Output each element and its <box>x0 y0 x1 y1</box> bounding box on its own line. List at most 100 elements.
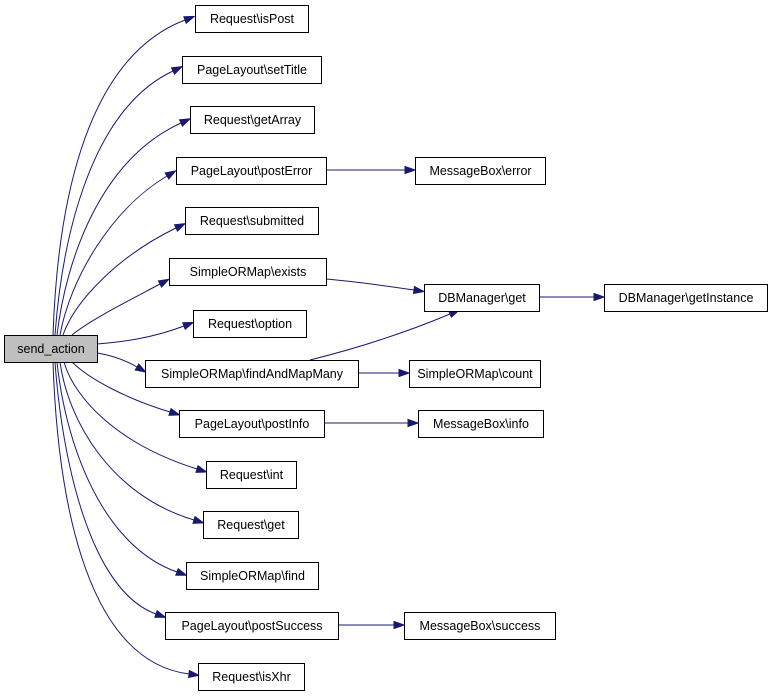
node-postError[interactable]: PageLayout\postError <box>176 157 327 185</box>
edge-send_action-to-find <box>56 361 188 576</box>
edge-postError-to-mbError <box>326 165 417 175</box>
node-setTitle[interactable]: PageLayout\setTitle <box>182 56 322 84</box>
node-getArray[interactable]: Request\getArray <box>190 106 315 134</box>
node-option[interactable]: Request\option <box>193 310 307 338</box>
edge-postInfo-to-mbInfo <box>324 418 420 428</box>
edge-send_action-to-postSuccess <box>54 361 167 618</box>
node-find[interactable]: SimpleORMap\find <box>186 562 319 590</box>
arrowhead <box>175 567 188 576</box>
node-label: send_action <box>17 342 84 356</box>
node-box <box>198 663 305 691</box>
arrowhead <box>178 118 192 128</box>
node-layer: send_action Request\isPostPageLayout\setT… <box>4 5 768 691</box>
arrowhead <box>170 66 184 76</box>
arrowhead <box>195 464 208 473</box>
node-label: DBManager\getInstance <box>619 291 754 305</box>
node-get[interactable]: Request\get <box>203 511 299 539</box>
node-box <box>182 56 322 84</box>
arrowhead <box>157 278 171 288</box>
node-isPost[interactable]: Request\isPost <box>195 5 309 33</box>
arrowhead <box>188 669 201 679</box>
node-count[interactable]: SimpleORMap\count <box>409 360 541 388</box>
arrowhead <box>407 418 420 428</box>
node-postSuccess[interactable]: PageLayout\postSuccess <box>165 612 339 640</box>
node-label: Request\option <box>208 317 292 331</box>
node-box <box>604 284 768 312</box>
node-box <box>186 562 319 590</box>
arrowhead <box>593 292 606 302</box>
node-box <box>190 106 315 134</box>
node-box <box>418 410 544 438</box>
node-label: SimpleORMap\exists <box>190 265 307 279</box>
node-box <box>424 284 540 312</box>
node-box <box>203 511 299 539</box>
edge-send_action-to-int <box>63 361 208 473</box>
node-label: Request\isPost <box>210 12 295 26</box>
node-box <box>193 310 307 338</box>
node-label: PageLayout\postSuccess <box>181 619 322 633</box>
node-send_action[interactable]: send_action <box>4 335 98 363</box>
node-dbGet[interactable]: DBManager\get <box>424 284 540 312</box>
node-box <box>4 335 98 363</box>
arrowhead <box>164 170 177 180</box>
arrowhead <box>398 368 411 378</box>
node-label: MessageBox\error <box>429 164 531 178</box>
node-int[interactable]: Request\int <box>206 461 297 489</box>
node-label: DBManager\get <box>438 291 526 305</box>
node-label: MessageBox\info <box>433 417 529 431</box>
edge-send_action-to-exists <box>71 278 171 336</box>
node-box <box>206 461 297 489</box>
edge-layer <box>52 15 606 679</box>
edge-postSuccess-to-mbSuccess <box>338 620 406 630</box>
node-box <box>145 360 359 388</box>
node-box <box>169 258 327 286</box>
arrowhead <box>192 515 206 524</box>
arrowhead <box>393 620 406 630</box>
node-exists[interactable]: SimpleORMap\exists <box>169 258 327 286</box>
edge-findAndMapMany-to-dbGet <box>309 309 461 361</box>
node-label: MessageBox\success <box>420 619 541 633</box>
arrowhead <box>173 223 187 233</box>
node-label: Request\int <box>220 468 284 482</box>
arrowhead <box>134 363 147 373</box>
node-box <box>409 360 541 388</box>
node-label: PageLayout\postInfo <box>195 417 310 431</box>
node-findAndMapMany[interactable]: SimpleORMap\findAndMapMany <box>145 360 359 388</box>
node-label: PageLayout\setTitle <box>197 63 307 77</box>
node-label: SimpleORMap\find <box>200 569 305 583</box>
node-dbGetInstance[interactable]: DBManager\getInstance <box>604 284 768 312</box>
edge-send_action-to-get <box>59 361 206 524</box>
node-isXhr[interactable]: Request\isXhr <box>198 663 305 691</box>
node-mbSuccess[interactable]: MessageBox\success <box>404 612 556 640</box>
edge-send_action-to-postInfo <box>71 361 182 416</box>
node-postInfo[interactable]: PageLayout\postInfo <box>179 410 325 438</box>
arrowhead <box>183 15 196 25</box>
node-label: SimpleORMap\count <box>417 367 533 381</box>
node-label: SimpleORMap\findAndMapMany <box>161 367 344 381</box>
arrowhead <box>412 285 426 295</box>
node-submitted[interactable]: Request\submitted <box>185 207 319 235</box>
arrowhead <box>168 407 182 416</box>
edge-send_action-to-isPost <box>52 15 196 336</box>
node-label: Request\submitted <box>200 214 304 228</box>
node-box <box>176 157 327 185</box>
edge-send_action-to-getArray <box>56 118 192 336</box>
node-box <box>185 207 319 235</box>
edge-findAndMapMany-to-count <box>358 368 411 378</box>
node-label: Request\get <box>217 518 285 532</box>
node-box <box>195 5 309 33</box>
node-box <box>165 612 339 640</box>
arrowhead <box>182 321 195 331</box>
node-label: PageLayout\postError <box>191 164 313 178</box>
node-mbError[interactable]: MessageBox\error <box>415 157 546 185</box>
node-box <box>404 612 556 640</box>
edge-send_action-to-postError <box>59 170 177 336</box>
edge-send_action-to-findAndMapMany <box>96 352 147 373</box>
edge-exists-to-dbGet <box>325 278 426 295</box>
node-box <box>179 410 325 438</box>
arrowhead <box>404 165 417 175</box>
node-mbInfo[interactable]: MessageBox\info <box>418 410 544 438</box>
edge-send_action-to-option <box>96 321 195 345</box>
edge-send_action-to-setTitle <box>54 66 184 336</box>
